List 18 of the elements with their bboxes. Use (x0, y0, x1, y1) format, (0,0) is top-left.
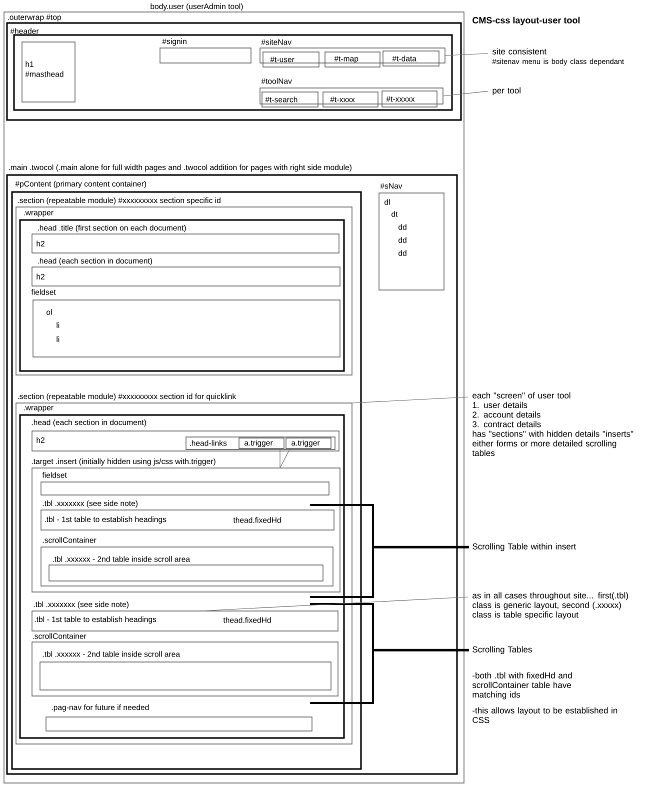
leader-line (280, 448, 290, 468)
leader-line (200, 596, 468, 612)
wireframe-box (13, 34, 453, 111)
title: CMS-css layout-user tool (472, 16, 580, 26)
leader-line (442, 90, 488, 96)
leader-line (352, 396, 468, 404)
bracket (310, 603, 374, 704)
leader-line (444, 53, 488, 56)
annotation-text: as in all cases throughout site... first(.tbl) class is generic layout, second (.xxxxx) class is table specific layout (472, 592, 628, 620)
annotation-text: per tool (492, 87, 520, 96)
note-text: -this allows layout to be established in CSS (472, 707, 618, 724)
annotation-text: Scrolling Tables (472, 646, 532, 654)
bracket (310, 504, 374, 598)
note-text: -both .tbl with fixedHd and scrollContainer table have matching ids (472, 672, 572, 700)
annotation-text: each "screen" of user tool 1. user details 2. account details 3. contract details has "sections" with hidden details "inserts" either forms or more detailed scrolling tables (472, 392, 634, 456)
leader-line (373, 546, 469, 548)
annotation-text: Scrolling Table within insert (472, 543, 576, 552)
leader-line (373, 648, 469, 652)
